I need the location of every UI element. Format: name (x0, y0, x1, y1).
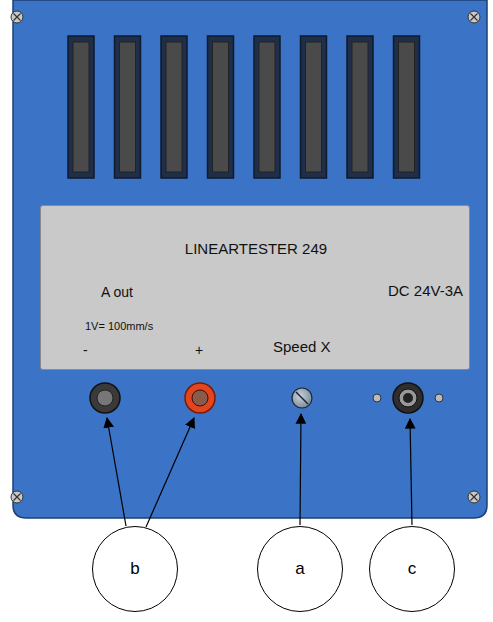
leader-arrow (146, 418, 194, 527)
vent-slot-inner (213, 42, 229, 172)
vent-slots (68, 36, 420, 178)
control-label: Speed X (273, 338, 331, 355)
screw-cross (471, 494, 478, 501)
screw (468, 11, 480, 23)
screw (11, 11, 23, 23)
vent-slot (68, 36, 94, 178)
pot-slot (296, 392, 308, 404)
leader-arrow (300, 414, 301, 525)
leader-arrow (410, 419, 412, 525)
black-jack (90, 383, 120, 413)
screw-cross (14, 14, 21, 21)
vent-slot-inner (399, 42, 415, 172)
polarity-sign: - (83, 342, 88, 358)
polarity-sign: + (195, 342, 203, 358)
flange-screw (373, 394, 381, 402)
callout-letter: b (130, 559, 139, 579)
vent-slot (208, 36, 234, 178)
screw-cross (14, 494, 21, 501)
red-jack-hole (192, 390, 208, 406)
callout-letter: a (295, 559, 304, 579)
vent-slot (347, 36, 373, 178)
device-name: LINEARTESTER 249 (185, 240, 327, 257)
vent-slot-inner (120, 42, 136, 172)
dc-jack-ring (399, 389, 417, 407)
callout-circle: b (92, 526, 178, 612)
vent-slot-inner (259, 42, 275, 172)
dc-jack (393, 383, 423, 413)
screw (468, 491, 480, 503)
screw (11, 491, 23, 503)
speed-potentiometer (292, 388, 312, 408)
vent-slot (161, 36, 187, 178)
flange-screw (435, 394, 443, 402)
vent-slot-inner (166, 42, 182, 172)
vent-slot-inner (306, 42, 322, 172)
housing (13, 0, 487, 518)
output-label: A out (101, 284, 133, 300)
black-jack-hole (97, 390, 113, 406)
vent-slot-inner (73, 42, 89, 172)
leader-arrow (107, 418, 126, 526)
callout-circle: a (257, 526, 343, 612)
vent-slot-inner (352, 42, 368, 172)
callout-letter: c (408, 559, 417, 579)
scale-note: 1V= 100mm/s (85, 320, 153, 332)
callout-circle: c (369, 526, 455, 612)
vent-slot (394, 36, 420, 178)
vent-slot (115, 36, 141, 178)
vent-slot (301, 36, 327, 178)
dc-jack-hole (403, 393, 413, 403)
power-rating: DC 24V-3A (388, 282, 463, 299)
label-plate: LINEARTESTER 249 A out 1V= 100mm/s - + Speed … (40, 205, 470, 370)
vent-slot (254, 36, 280, 178)
screw-cross (471, 14, 478, 21)
red-jack (185, 383, 215, 413)
